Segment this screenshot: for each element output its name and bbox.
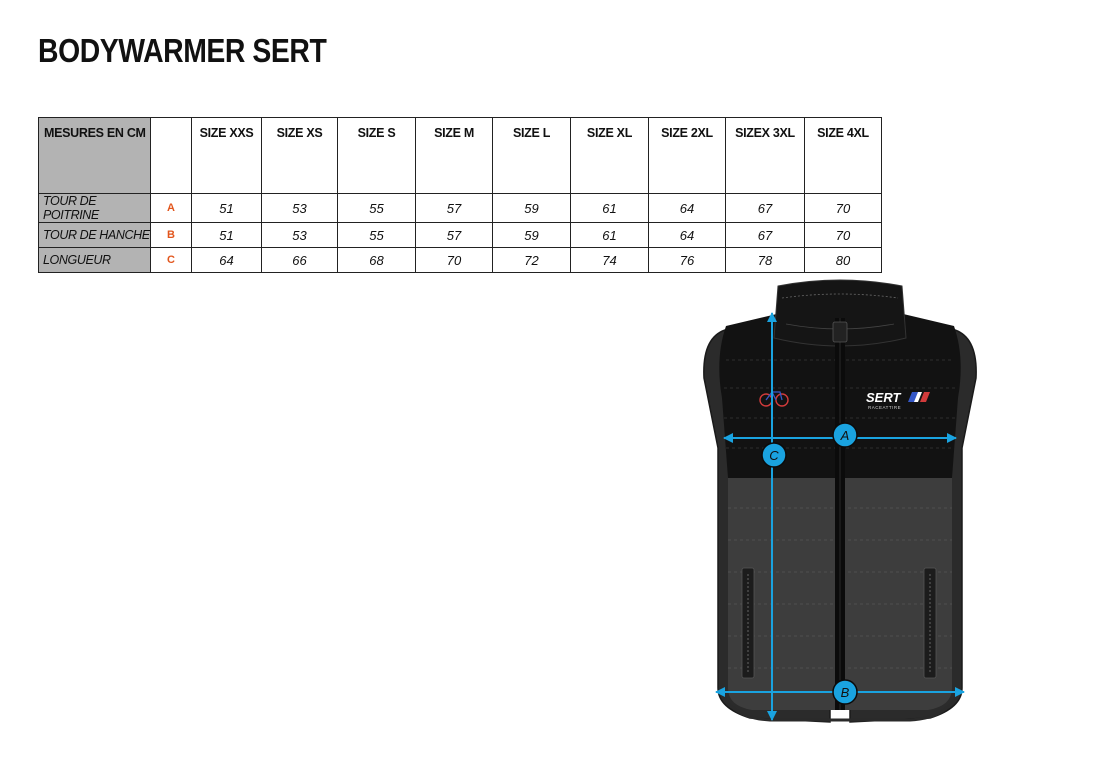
size-header: SIZE M (415, 117, 493, 194)
table-cell: 51 (191, 193, 262, 223)
table-cell: 80 (804, 247, 882, 273)
brand-logo-text: SERT (866, 390, 901, 405)
svg-text:A: A (840, 428, 850, 443)
svg-text:B: B (841, 685, 850, 700)
table-cell: 70 (415, 247, 493, 273)
row-letter: C (150, 247, 192, 273)
table-cell: 57 (415, 193, 493, 223)
table-cell: 53 (261, 222, 338, 248)
marker-a: A (832, 422, 858, 448)
row-label: TOUR DE HANCHE (38, 222, 151, 248)
row-label: LONGUEUR (38, 247, 151, 273)
table-cell: 55 (337, 222, 416, 248)
size-header: SIZEX 3XL (725, 117, 805, 194)
size-header: SIZE S (337, 117, 416, 194)
table-row: TOUR DE HANCHE B 51 53 55 57 59 61 64 67… (38, 222, 882, 248)
table-cell: 59 (492, 222, 571, 248)
brand-logo: SERT RACEATTIRE (866, 390, 930, 410)
size-chart-table: MESURES EN CM SIZE XXS SIZE XS SIZE S SI… (38, 117, 882, 273)
table-cell: 55 (337, 193, 416, 223)
letter-header (150, 117, 192, 194)
table-row: LONGUEUR C 64 66 68 70 72 74 76 78 80 (38, 247, 882, 273)
table-cell: 67 (725, 222, 805, 248)
table-cell: 51 (191, 222, 262, 248)
size-header: SIZE XL (570, 117, 649, 194)
size-header: SIZE XXS (191, 117, 262, 194)
table-cell: 78 (725, 247, 805, 273)
marker-b: B (832, 679, 858, 705)
svg-text:C: C (769, 448, 779, 463)
measurement-overlay: A C B (715, 312, 965, 721)
size-header: SIZE 2XL (648, 117, 726, 194)
table-row: TOUR DE POITRINE A 51 53 55 57 59 61 64 … (38, 193, 882, 223)
table-cell: 67 (725, 193, 805, 223)
corner-label: MESURES EN CM (38, 117, 151, 194)
table-cell: 74 (570, 247, 649, 273)
table-cell: 61 (570, 222, 649, 248)
table-cell: 70 (804, 193, 882, 223)
table-cell: 72 (492, 247, 571, 273)
table-cell: 59 (492, 193, 571, 223)
table-cell: 53 (261, 193, 338, 223)
row-label: TOUR DE POITRINE (38, 193, 151, 223)
marker-c: C (761, 442, 787, 468)
table-cell: 64 (648, 222, 726, 248)
table-header-row: MESURES EN CM SIZE XXS SIZE XS SIZE S SI… (38, 117, 882, 194)
table-cell: 64 (191, 247, 262, 273)
row-letter: B (150, 222, 192, 248)
vest-measurement-diagram: SERT RACEATTIRE A C B (703, 279, 977, 723)
page-title: BODYWARMER SERT (38, 32, 327, 69)
table-cell: 68 (337, 247, 416, 273)
table-cell: 64 (648, 193, 726, 223)
table-cell: 70 (804, 222, 882, 248)
table-cell: 76 (648, 247, 726, 273)
table-cell: 61 (570, 193, 649, 223)
size-header: SIZE 4XL (804, 117, 882, 194)
size-header: SIZE XS (261, 117, 338, 194)
table-cell: 66 (261, 247, 338, 273)
table-cell: 57 (415, 222, 493, 248)
size-header: SIZE L (492, 117, 571, 194)
row-letter: A (150, 193, 192, 223)
brand-sub-text: RACEATTIRE (868, 405, 901, 410)
vest-illustration (703, 279, 977, 723)
